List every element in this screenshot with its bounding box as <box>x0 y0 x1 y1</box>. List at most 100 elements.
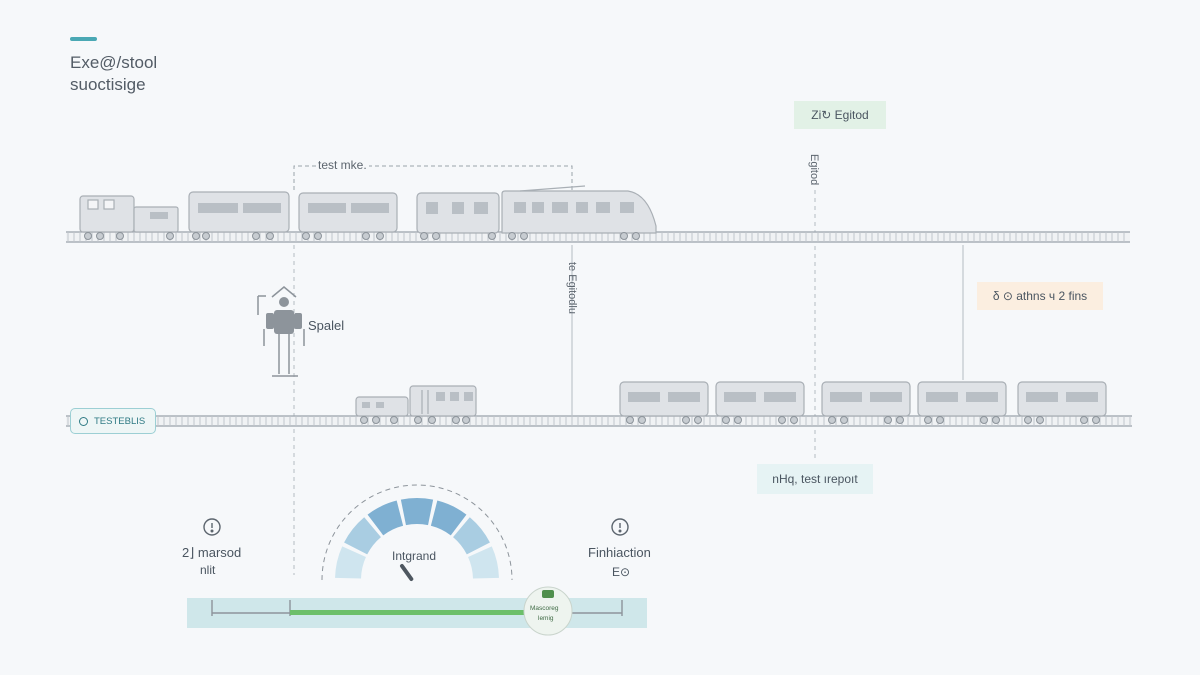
wheel <box>1080 416 1088 424</box>
lower-train-left <box>355 385 477 417</box>
gauge-segment <box>430 500 467 536</box>
left-info-line2: nlit <box>200 563 216 577</box>
wheel <box>828 416 836 424</box>
target-icon <box>79 416 88 426</box>
wheel <box>360 416 368 424</box>
wheel <box>682 416 690 424</box>
wheel <box>252 232 260 240</box>
progress-train-caption-2: lemig <box>538 615 554 622</box>
middle-vertical-label: te Egitodlu <box>566 262 578 314</box>
testbls-badge: TESTEBLIS <box>70 408 156 434</box>
progress-fill <box>290 610 542 615</box>
wheel <box>462 416 470 424</box>
wheel <box>376 232 384 240</box>
gauge-segment <box>344 517 381 555</box>
lower-track <box>66 415 1132 427</box>
right-info-line1: Finhiaction <box>588 545 651 560</box>
wheel <box>372 416 380 424</box>
lower-train-right <box>619 381 1107 417</box>
page-title: Exe@/stool <box>70 53 158 72</box>
wheel <box>166 232 174 240</box>
lower-car-2 <box>715 381 805 417</box>
gauge-segment <box>400 498 434 526</box>
left-info-line1: 2⌋ marsod <box>182 545 242 560</box>
wheel <box>1036 416 1044 424</box>
wheel <box>420 232 428 240</box>
wheel <box>116 232 124 240</box>
gauge-label: Intgrand <box>392 549 437 563</box>
wheel <box>896 416 904 424</box>
progress-train-caption-1: Mascoreg <box>530 605 559 612</box>
progress-train-icon <box>542 590 554 598</box>
upper-train <box>79 185 657 234</box>
gauge-segment <box>468 546 499 579</box>
wheel <box>96 232 104 240</box>
wheel <box>302 232 310 240</box>
header-accent <box>70 37 97 41</box>
wheel <box>390 416 398 424</box>
wheel <box>632 232 640 240</box>
wheel <box>620 232 628 240</box>
wheel <box>734 416 742 424</box>
wheel <box>266 232 274 240</box>
top-connector-label: test mke. <box>316 158 369 172</box>
wheel <box>520 232 528 240</box>
wheel <box>362 232 370 240</box>
upper-car-3 <box>416 192 500 234</box>
wheel <box>924 416 932 424</box>
figure-label: Spalel <box>308 318 345 333</box>
top-connector-line <box>293 165 573 190</box>
wheel <box>84 232 92 240</box>
left-info-icon <box>203 518 221 536</box>
upper-track <box>66 231 1130 243</box>
wheel <box>694 416 702 424</box>
wheel <box>452 416 460 424</box>
wheel <box>790 416 798 424</box>
test-report-badge: nHq, test ırepoıt <box>757 464 873 494</box>
wheel <box>936 416 944 424</box>
wheel <box>1024 416 1032 424</box>
egitod-vertical-label: Egitod <box>808 154 820 186</box>
wheel <box>1092 416 1100 424</box>
right-info-line2: E⊙ <box>612 565 631 579</box>
gauge-segment <box>335 546 366 579</box>
wheel <box>722 416 730 424</box>
wheel <box>428 416 436 424</box>
wheel <box>778 416 786 424</box>
wheel <box>840 416 848 424</box>
athns-badge: δ ⊙ athns ч 2 fins <box>977 282 1103 310</box>
lower-car-3 <box>821 381 911 417</box>
wheel <box>414 416 422 424</box>
wheel <box>314 232 322 240</box>
page-subtitle: suoctisige <box>70 75 146 94</box>
progress-train-badge <box>523 586 573 636</box>
upper-car-2 <box>298 192 398 233</box>
gauge-segment <box>453 517 490 555</box>
gauge-outer-arc <box>321 484 513 581</box>
right-info-icon <box>611 518 629 536</box>
lower-car-4 <box>917 381 1007 417</box>
wheel <box>488 232 496 240</box>
lower-car-5 <box>1017 381 1107 417</box>
wheel <box>202 232 210 240</box>
testbls-label: TESTEBLIS <box>94 415 146 427</box>
wheel <box>980 416 988 424</box>
gauge <box>321 484 513 582</box>
egitod-badge: Zi↻ Egitod <box>794 101 886 129</box>
person-figure <box>257 286 305 377</box>
lower-car-1 <box>619 381 709 417</box>
upper-locomotive <box>79 195 179 233</box>
upper-power-car <box>501 185 657 234</box>
wheel <box>432 232 440 240</box>
gauge-needle <box>400 564 414 582</box>
wheel <box>884 416 892 424</box>
upper-car-1 <box>188 191 290 233</box>
wheel <box>638 416 646 424</box>
wheel <box>192 232 200 240</box>
wheel <box>992 416 1000 424</box>
gauge-segment <box>367 500 404 536</box>
progress-bar <box>187 586 647 636</box>
wheel <box>508 232 516 240</box>
